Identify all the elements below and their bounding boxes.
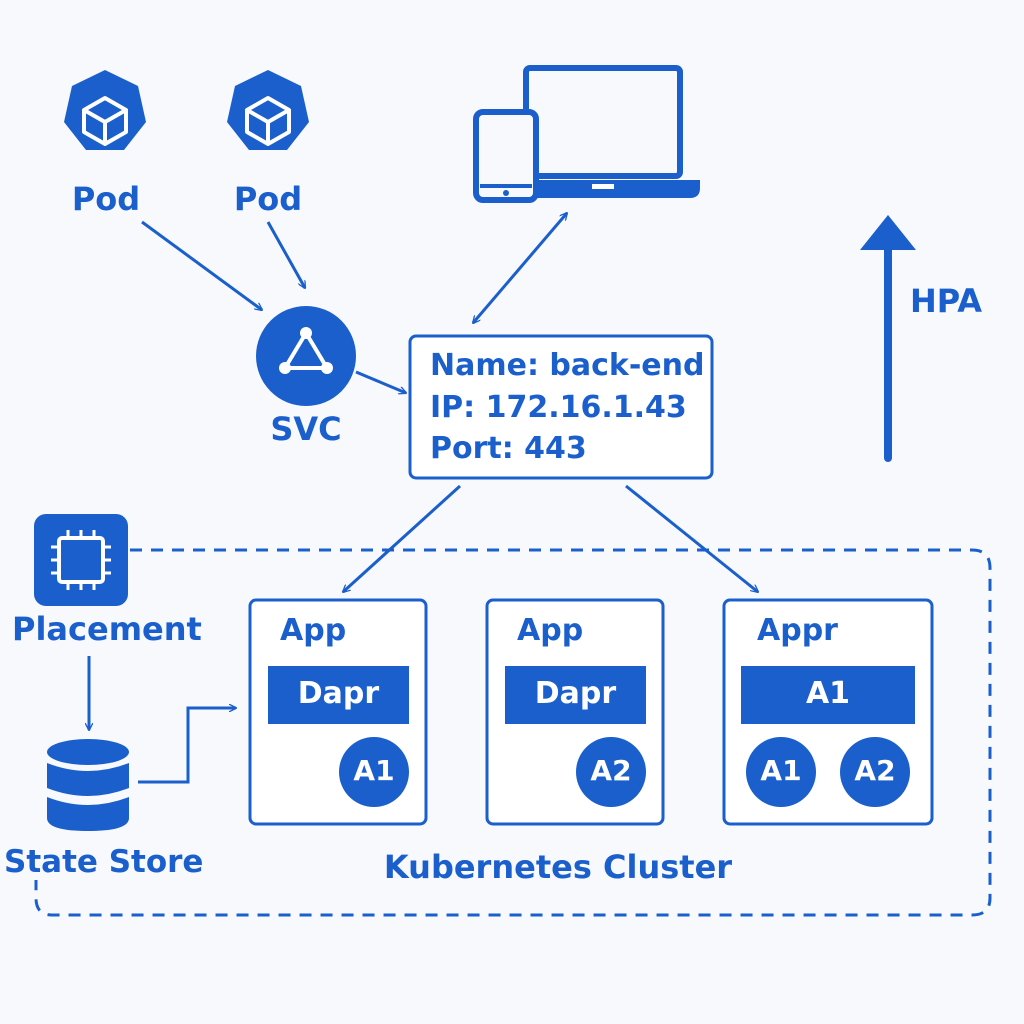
actor-label: A2 bbox=[854, 754, 896, 787]
arrow-pod-to-svc bbox=[141, 220, 262, 310]
service-name-text: Name: back-end bbox=[430, 348, 705, 383]
pod-icon-right bbox=[227, 70, 309, 150]
laptop-tablet-icon bbox=[473, 65, 700, 203]
sidecar-label: A1 bbox=[805, 676, 851, 711]
sidecar-label: Dapr bbox=[297, 676, 380, 711]
service-port-text: Port: 443 bbox=[430, 431, 587, 466]
hpa-arrow-icon bbox=[860, 215, 916, 462]
cube-icon bbox=[82, 96, 128, 146]
arrow-svc-to-box bbox=[355, 370, 406, 393]
actor-label: A2 bbox=[590, 754, 632, 787]
cpu-chip-icon bbox=[34, 514, 128, 606]
actor-label: A1 bbox=[353, 754, 395, 787]
pod-icon-left bbox=[64, 70, 146, 150]
service-ip-text: IP: 172.16.1.43 bbox=[430, 390, 687, 425]
app-title: Appr bbox=[757, 613, 838, 648]
arrow-pod-to-svc bbox=[266, 221, 307, 288]
placement-label: Placement bbox=[12, 610, 202, 648]
arrow-store-to-app bbox=[138, 708, 236, 784]
arrow-box-to-app-1 bbox=[343, 484, 462, 592]
arrow-box-to-app-3 bbox=[625, 484, 758, 592]
service-info-box bbox=[408, 334, 714, 480]
sidecar-bar-1 bbox=[268, 666, 409, 724]
actor-circle bbox=[840, 737, 910, 807]
sidecar-bar-3 bbox=[741, 666, 915, 724]
cube-icon bbox=[245, 96, 291, 146]
app-title: App bbox=[280, 613, 347, 648]
state-store-label: State Store bbox=[4, 844, 204, 880]
sidecar-label: Dapr bbox=[534, 676, 617, 711]
svc-icon bbox=[256, 306, 356, 406]
pod-label: Pod bbox=[233, 180, 303, 218]
sidecar-bar-2 bbox=[505, 666, 646, 724]
hpa-label: HPA bbox=[910, 282, 983, 320]
cluster-label: Kubernetes Cluster bbox=[383, 848, 733, 886]
actor-label: A1 bbox=[760, 754, 802, 787]
actor-circle bbox=[746, 737, 816, 807]
app-title: App bbox=[517, 613, 584, 648]
actor-circle bbox=[339, 737, 409, 807]
arrow-devices-box bbox=[473, 213, 567, 323]
svc-label: SVC bbox=[270, 410, 342, 448]
cluster-boundary bbox=[34, 548, 992, 917]
database-icon bbox=[47, 739, 129, 831]
actor-circle bbox=[576, 737, 646, 807]
pod-label: Pod bbox=[71, 180, 141, 218]
